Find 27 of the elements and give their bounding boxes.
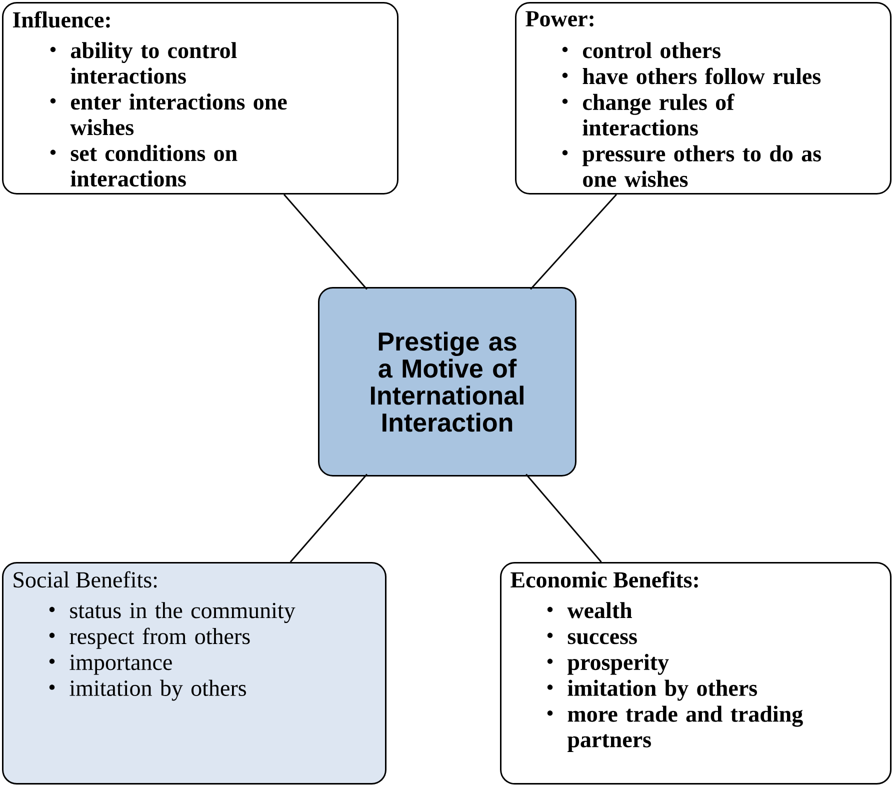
category-box: [2, 2, 398, 194]
bullet-item: importance: [70, 654, 172, 675]
connector-line: [290, 474, 368, 562]
bullet-item: wealth: [567, 602, 632, 618]
heading: Influence:: [12, 11, 110, 28]
heading: Social Benefits:: [14, 571, 157, 588]
heading: Economic Benefits:: [510, 571, 698, 588]
category-box: [500, 562, 892, 784]
title-text: Prestige as a Motive of International Interaction: [371, 332, 524, 432]
bullet-item: imitation by others: [70, 680, 246, 701]
connector-line: [283, 194, 368, 290]
connector-line: [530, 194, 617, 290]
connector-line: [526, 474, 602, 562]
bullet-item: have others follow rules: [582, 68, 821, 84]
bullet-item: status in the community: [70, 602, 296, 624]
category-box: [515, 2, 892, 194]
bullet-item: respect from others: [70, 628, 250, 649]
bullet-item: success: [568, 633, 637, 644]
bullet-item: pressure others to do as one wishes: [582, 145, 821, 187]
heading: Power:: [526, 11, 594, 27]
category-box: [2, 562, 386, 784]
bullet-item: set conditions on interactions: [70, 144, 238, 187]
bullet-item: control others: [583, 42, 720, 58]
topic-box: [318, 287, 576, 476]
bullet-item: more trade and trading partners: [568, 706, 803, 752]
bullet-item: imitation by others: [568, 680, 758, 701]
bullet-item: prosperity: [568, 654, 669, 675]
